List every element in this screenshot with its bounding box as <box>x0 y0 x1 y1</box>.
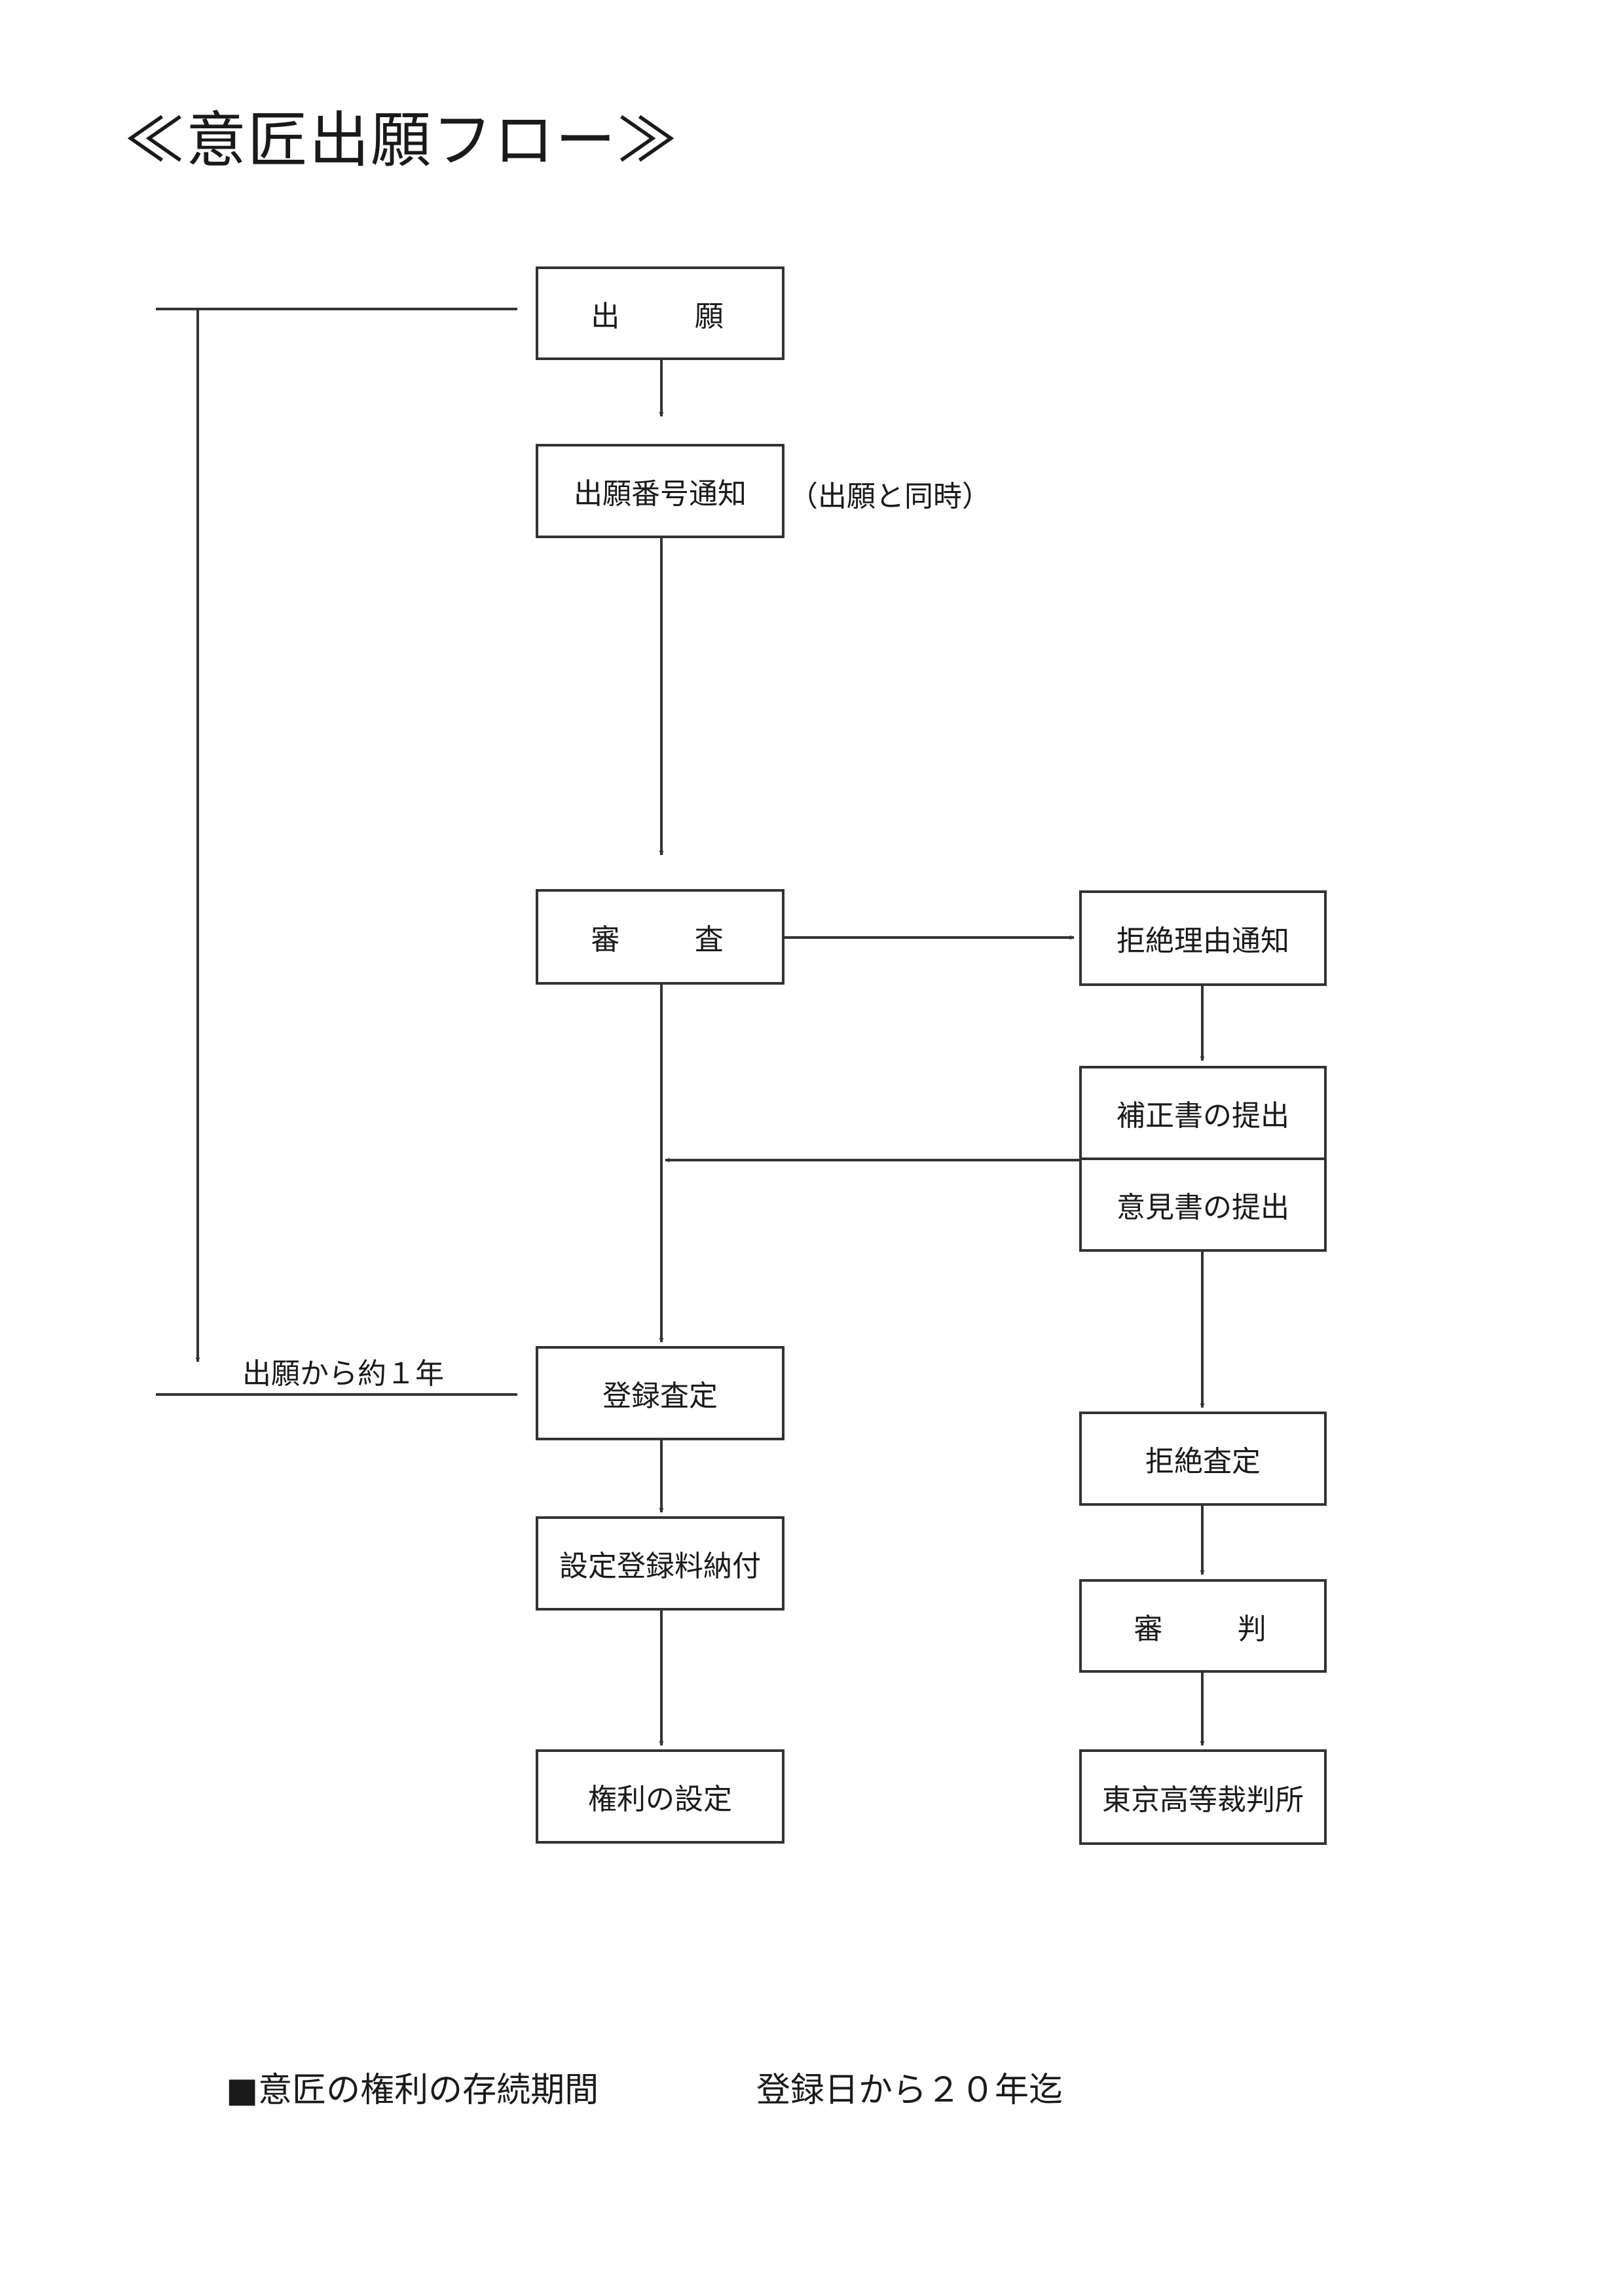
page-title: ≪意匠出願フロー≫ <box>124 105 679 175</box>
node-trial: 審 判 <box>1079 1579 1327 1673</box>
node-opinion-submission: 意見書の提出 <box>1082 1157 1324 1249</box>
node-tokyo-high-court: 東京高等裁判所 <box>1079 1749 1327 1845</box>
note-simultaneous: （出願と同時） <box>789 480 991 513</box>
footer-duration-value: 登録日から２０年迄 <box>756 2071 1063 2110</box>
node-response-submission: 補正書の提出 意見書の提出 <box>1079 1066 1327 1252</box>
footer-duration-label: ■意匠の権利の存続期間 <box>226 2071 599 2110</box>
node-registration-fee: 設定登録料納付 <box>536 1516 784 1611</box>
node-registration-decision: 登録査定 <box>536 1346 784 1440</box>
node-application: 出 願 <box>536 266 784 360</box>
node-examination: 審 査 <box>536 889 784 985</box>
note-about-one-year: 出願から約１年 <box>242 1357 444 1391</box>
node-app-number-notice: 出願番号通知 <box>536 444 784 538</box>
node-rights-established: 権利の設定 <box>536 1749 784 1844</box>
node-rejection-decision: 拒絶査定 <box>1079 1412 1327 1506</box>
node-rejection-reason-notice: 拒絶理由通知 <box>1079 890 1327 986</box>
node-amendment-submission: 補正書の提出 <box>1116 1099 1289 1133</box>
